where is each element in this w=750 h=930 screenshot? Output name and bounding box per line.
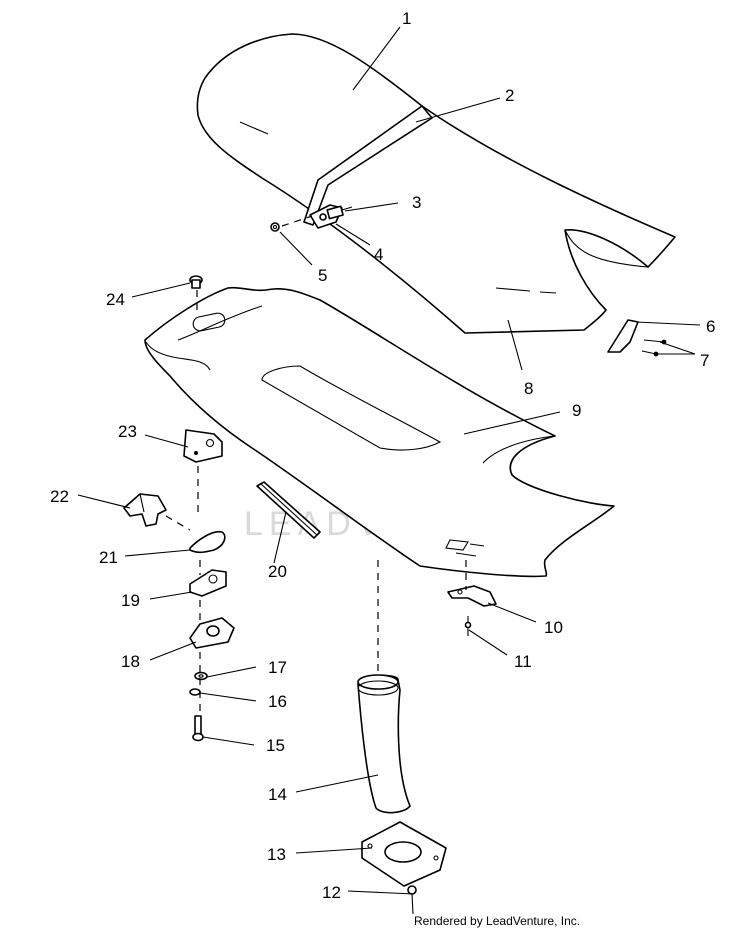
callout-5: 5 [318,266,327,285]
gasket-screw-part [407,885,417,915]
callout-20: 20 [268,562,287,581]
callout-21: 21 [99,548,118,567]
callout-4: 4 [374,245,383,264]
callout-16: 16 [268,692,287,711]
seal-strip-part [256,481,321,539]
latch-part [123,493,167,527]
strike-bracket-part [189,617,235,649]
callout-1: 1 [402,9,411,28]
callout-7: 7 [700,351,709,370]
callout-labels: 1 2 3 4 5 6 7 8 9 10 11 12 13 14 15 16 1… [50,9,715,902]
seat-hook-part [607,319,639,353]
callout-13: 13 [267,845,286,864]
callout-2: 2 [505,86,514,105]
callout-14: 14 [268,785,287,804]
plug-part [189,275,203,289]
latch-spring-part [189,530,226,554]
nut-part [270,222,280,232]
callout-17: 17 [268,658,287,677]
callout-15: 15 [266,736,285,755]
leader-lines [77,26,701,895]
callout-18: 18 [121,652,140,671]
washer-part [194,671,208,681]
seat-cover-part [196,33,676,334]
callout-9: 9 [572,401,581,420]
callout-10: 10 [544,618,563,637]
strap-bolt-part [309,204,353,229]
callout-22: 22 [50,487,69,506]
duct-tube-part [357,674,411,814]
callout-11: 11 [514,652,532,671]
gasket-plate-part [361,821,447,887]
callout-12: 12 [322,883,341,902]
callout-3: 3 [412,193,421,212]
seat-bracket-part [447,585,497,607]
plate-part [189,569,227,597]
lock-washer-part [189,688,201,696]
rendered-by-credit: Rendered by LeadVenture, Inc. [414,914,580,928]
bracket-screw-part [464,616,472,636]
alignment-lines [165,215,467,712]
callout-23: 23 [118,422,137,441]
callout-19: 19 [121,591,140,610]
callout-8: 8 [524,379,533,398]
seat-base-part [144,286,615,578]
bolt-part [192,715,204,742]
block-part [183,429,223,463]
callout-6: 6 [706,317,715,336]
callout-24: 24 [106,290,125,309]
